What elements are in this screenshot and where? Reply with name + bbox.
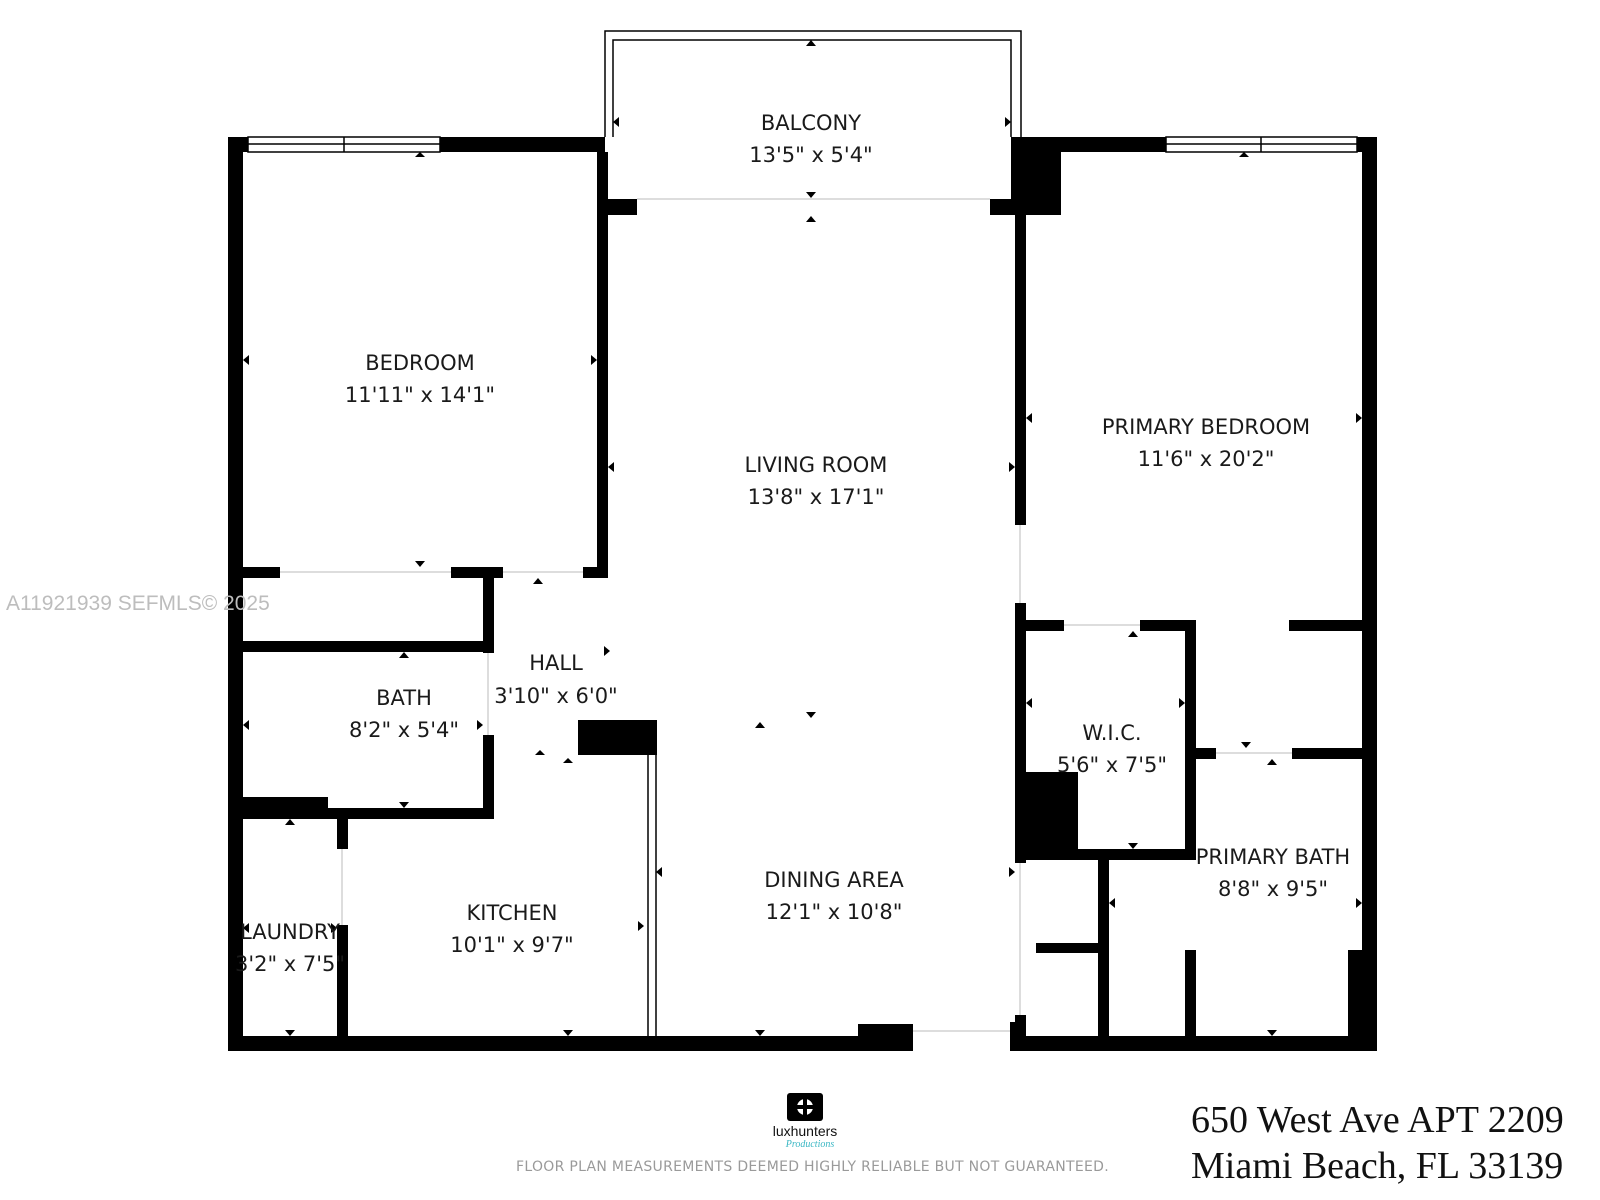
wall-primary-mid bbox=[1289, 620, 1362, 631]
wic-block bbox=[1026, 772, 1078, 860]
balcony-railing bbox=[604, 30, 1022, 137]
primary-bath-dim: 8'8" x 9'5" bbox=[1218, 877, 1328, 901]
wall-bedroom-bottom-a bbox=[243, 567, 280, 578]
wall-laundry-right-b bbox=[337, 925, 348, 1036]
wall-bath-right bbox=[483, 735, 494, 818]
wic-name: W.I.C. bbox=[1082, 721, 1141, 745]
laundry-name: LAUNDRY bbox=[240, 920, 340, 944]
wall-primary-bath-left bbox=[1098, 860, 1109, 1036]
wall-bottom-step bbox=[858, 1024, 913, 1051]
wall-wic-bottom bbox=[1026, 849, 1196, 860]
luxhunters-logo: luxhunters Productions bbox=[773, 1093, 838, 1150]
wall-top-left-a bbox=[228, 137, 248, 152]
kitchen-counter-edge bbox=[647, 755, 657, 1036]
kitchen-name: KITCHEN bbox=[467, 901, 558, 925]
wall-bedroom-right bbox=[597, 152, 608, 577]
wall-bedroom-bottom-b bbox=[451, 567, 503, 578]
wall-laundry-right-a bbox=[337, 819, 348, 849]
address-line-1: 650 West Ave APT 2209 bbox=[1191, 1099, 1564, 1141]
wall-outer-right bbox=[1362, 137, 1377, 1050]
wall-closet-right bbox=[483, 578, 494, 653]
wall-bath-bottom bbox=[328, 808, 494, 819]
wall-linen-shelf bbox=[1036, 943, 1098, 953]
wall-living-right-b bbox=[1015, 603, 1026, 863]
wall-bottom-left bbox=[228, 1036, 873, 1051]
primary-bath-name: PRIMARY BATH bbox=[1196, 845, 1350, 869]
kitchen-column bbox=[578, 720, 657, 755]
address-line-2: Miami Beach, FL 33139 bbox=[1191, 1145, 1563, 1187]
walls bbox=[228, 137, 1377, 1051]
balcony-name: BALCONY bbox=[761, 111, 861, 135]
logo-name: luxhunters bbox=[773, 1123, 838, 1139]
wall-closet-bottom bbox=[243, 641, 494, 652]
wall-primary-bath-top-a bbox=[1196, 748, 1216, 759]
dining-area-dim: 12'1" x 10'8" bbox=[766, 900, 903, 924]
wall-wic-right bbox=[1185, 620, 1196, 860]
mls-watermark: A11921939 SEFMLS© 2025 bbox=[6, 592, 270, 615]
living-room-dim: 13'8" x 17'1" bbox=[748, 485, 885, 509]
living-room-name: LIVING ROOM bbox=[745, 453, 888, 477]
wic-dim: 5'6" x 7'5" bbox=[1057, 753, 1167, 777]
windows bbox=[247, 136, 1358, 153]
bath-name: BATH bbox=[376, 686, 432, 710]
balcony-dim: 13'5" x 5'4" bbox=[749, 143, 872, 167]
wall-top-left-b bbox=[440, 137, 605, 152]
logo-tagline: Productions bbox=[785, 1139, 835, 1150]
wall-primary-bath-top-b bbox=[1292, 748, 1362, 759]
hall-dim: 3'10" x 6'0" bbox=[494, 684, 617, 708]
disclaimer-text: FLOOR PLAN MEASUREMENTS DEEMED HIGHLY RE… bbox=[516, 1159, 1109, 1175]
wall-wic-top-b bbox=[1140, 620, 1196, 631]
primary-bedroom-dim: 11'6" x 20'2" bbox=[1138, 447, 1275, 471]
bedroom-name: BEDROOM bbox=[365, 351, 475, 375]
wall-bottom-right bbox=[1010, 1036, 1377, 1051]
wall-living-right-c bbox=[1015, 1015, 1026, 1051]
kitchen-dim: 10'1" x 9'7" bbox=[450, 933, 573, 957]
wall-outer-left bbox=[228, 137, 243, 1050]
wall-shower-divider bbox=[1185, 950, 1196, 1036]
hall-name: HALL bbox=[529, 651, 583, 675]
bath-dim: 8'2" x 5'4" bbox=[349, 718, 459, 742]
wall-outer-right-thick bbox=[1348, 950, 1377, 1050]
laundry-dim: 3'2" x 7'5" bbox=[235, 952, 345, 976]
wall-bath-bottom-thick bbox=[243, 797, 328, 819]
dimension-markers bbox=[243, 40, 1362, 1036]
primary-bedroom-name: PRIMARY BEDROOM bbox=[1102, 415, 1310, 439]
door-openings bbox=[280, 198, 1292, 1032]
wall-wic-top-a bbox=[1026, 620, 1064, 631]
wall-top-right-a bbox=[1011, 137, 1166, 152]
bedroom-dim: 11'11" x 14'1" bbox=[345, 383, 495, 407]
dining-area-name: DINING AREA bbox=[764, 868, 904, 892]
wall-living-right-a bbox=[1015, 215, 1026, 525]
room-labels: BALCONY 13'5" x 5'4" BEDROOM 11'11" x 14… bbox=[235, 111, 1350, 976]
wall-bedroom-bottom-c bbox=[583, 567, 608, 578]
